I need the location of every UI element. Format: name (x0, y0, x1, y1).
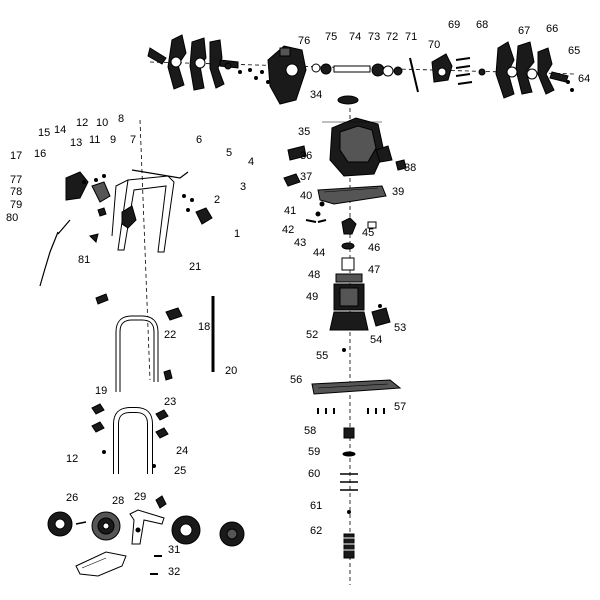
callout-19: 19 (95, 385, 107, 397)
callout-7: 7 (130, 134, 136, 146)
callout-61: 61 (310, 500, 322, 512)
callout-70: 70 (428, 39, 440, 51)
callout-77: 77 (10, 174, 22, 186)
callout-43: 43 (294, 237, 306, 249)
callout-labels: 1234567891011121213141516171820212223242… (6, 19, 590, 578)
callout-37: 37 (300, 171, 312, 183)
callout-46: 46 (368, 242, 380, 254)
callout-49: 49 (306, 291, 318, 303)
callout-28: 28 (112, 495, 124, 507)
callout-12: 12 (76, 117, 88, 129)
callout-66: 66 (546, 23, 558, 35)
callout-29: 29 (134, 491, 146, 503)
callout-57: 57 (394, 401, 406, 413)
callout-20: 20 (225, 365, 237, 377)
callout-47: 47 (368, 264, 380, 276)
callout-31: 31 (168, 544, 180, 556)
callout-12: 12 (66, 453, 78, 465)
callout-44: 44 (313, 247, 325, 259)
callout-59: 59 (308, 446, 320, 458)
callout-8: 8 (118, 113, 124, 125)
callout-26: 26 (66, 492, 78, 504)
callout-34: 34 (310, 89, 322, 101)
callout-56: 56 (290, 374, 302, 386)
callout-40: 40 (300, 190, 312, 202)
callout-3: 3 (240, 181, 246, 193)
callout-5: 5 (226, 147, 232, 159)
callout-38: 38 (404, 162, 416, 174)
left-tine-set (147, 34, 239, 91)
callout-32: 32 (168, 566, 180, 578)
callout-17: 17 (10, 150, 22, 162)
callout-65: 65 (568, 45, 580, 57)
callout-52: 52 (306, 329, 318, 341)
callout-54: 54 (370, 334, 382, 346)
callout-73: 73 (368, 31, 380, 43)
callout-13: 13 (70, 137, 82, 149)
motor-housing-stack (283, 95, 407, 585)
callout-71: 71 (405, 31, 417, 43)
callout-53: 53 (394, 322, 406, 334)
right-hub (431, 53, 453, 83)
callout-42: 42 (282, 224, 294, 236)
callout-1: 1 (234, 228, 240, 240)
callout-36: 36 (300, 150, 312, 162)
callout-76: 76 (298, 35, 310, 47)
callout-25: 25 (174, 465, 186, 477)
callout-60: 60 (308, 468, 320, 480)
wheel-assembly (47, 495, 245, 577)
callout-41: 41 (284, 205, 296, 217)
callout-67: 67 (518, 25, 530, 37)
callout-4: 4 (248, 156, 254, 168)
callout-55: 55 (316, 350, 328, 362)
callout-68: 68 (476, 19, 488, 31)
callout-2: 2 (214, 194, 220, 206)
callout-14: 14 (54, 124, 66, 136)
callout-64: 64 (578, 73, 590, 85)
callout-23: 23 (164, 396, 176, 408)
gearbox-housing (267, 45, 307, 105)
callout-78: 78 (10, 186, 22, 198)
callout-74: 74 (349, 31, 361, 43)
callout-69: 69 (448, 19, 460, 31)
callout-80: 80 (6, 212, 18, 224)
callout-22: 22 (164, 329, 176, 341)
callout-62: 62 (310, 525, 322, 537)
callout-6: 6 (196, 134, 202, 146)
callout-18: 18 (198, 321, 210, 333)
callout-39: 39 (392, 186, 404, 198)
callout-79: 79 (10, 199, 22, 211)
callout-45: 45 (362, 227, 374, 239)
callout-81: 81 (78, 254, 90, 266)
callout-11: 11 (89, 134, 100, 146)
callout-21: 21 (189, 261, 201, 273)
callout-9: 9 (110, 134, 116, 146)
callout-35: 35 (298, 126, 310, 138)
handle-control-assembly (39, 119, 215, 474)
callout-75: 75 (325, 31, 337, 43)
callout-58: 58 (304, 425, 316, 437)
callout-15: 15 (38, 127, 50, 139)
right-tine-set (495, 41, 569, 99)
callout-24: 24 (176, 445, 188, 457)
callout-48: 48 (308, 269, 320, 281)
tine-axle-assembly (147, 34, 576, 105)
callout-72: 72 (386, 31, 398, 43)
callout-16: 16 (34, 148, 46, 160)
callout-10: 10 (96, 117, 108, 129)
